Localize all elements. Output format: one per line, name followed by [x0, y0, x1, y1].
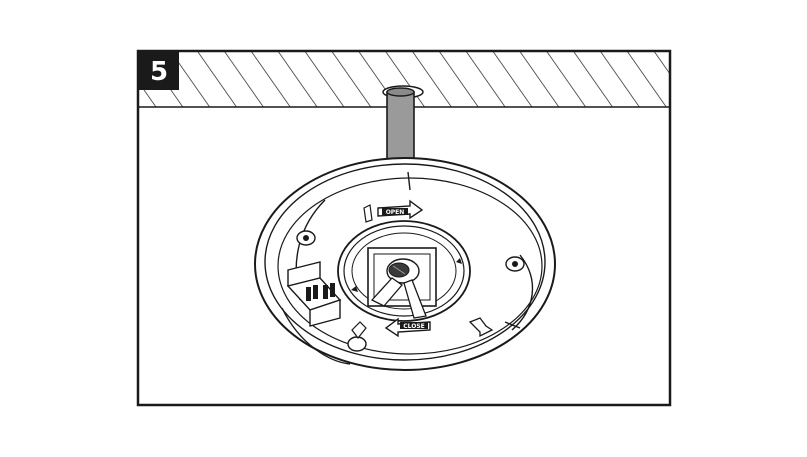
close-arrow-label: CLOSE	[403, 323, 425, 330]
step-number: 5	[150, 57, 168, 87]
rotate-close-arrow-icon: CLOSE	[384, 317, 431, 338]
power-cable-icon	[386, 87, 415, 166]
ground-screw-icon	[347, 321, 367, 352]
cable-wires	[370, 262, 427, 319]
mounting-screw-icon	[296, 230, 525, 272]
direction-arrow-icon	[468, 317, 494, 338]
terminal-block-icon	[286, 261, 342, 327]
rotate-open-arrow-icon: OPEN	[377, 199, 424, 220]
open-arrow-label: OPEN	[386, 209, 405, 216]
lock-icon	[363, 204, 373, 223]
step-badge: 5	[139, 52, 179, 90]
latch-clip-icon	[351, 258, 462, 292]
